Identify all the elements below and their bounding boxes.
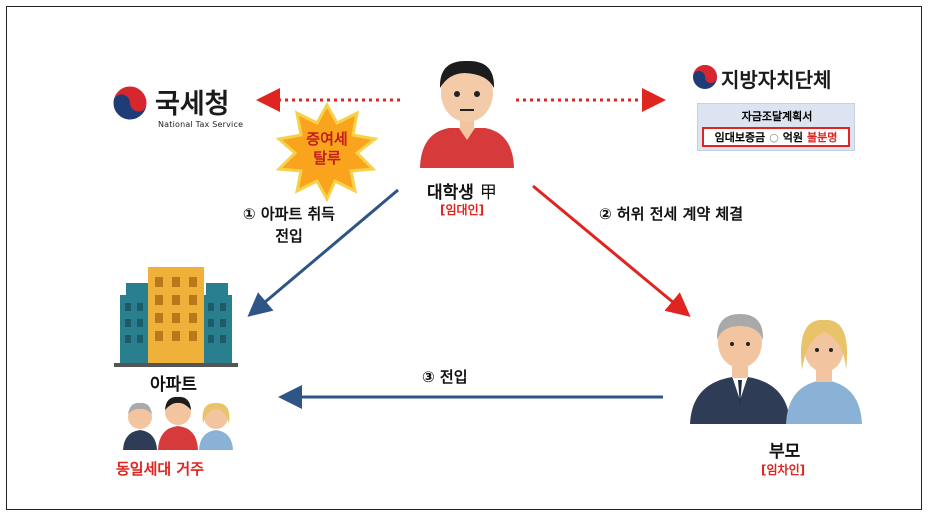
diagram-frame: [6, 6, 922, 510]
student-role: [임대인]: [440, 203, 485, 217]
funding-plan-document: 자금조달계획서 임대보증금 ○ 억원 불분명: [697, 103, 855, 151]
family-icon: [123, 396, 233, 450]
student-label: 대학생 甲: [427, 178, 497, 203]
nts-emblem-icon: [112, 85, 148, 121]
gift-tax-label: 증여세 탈루: [294, 130, 360, 168]
deposit-unit: 억원: [782, 131, 804, 144]
deposit-label: 임대보증금: [714, 131, 766, 144]
step1-line2: 전입: [275, 227, 303, 245]
apartment-building-icon: [114, 267, 238, 367]
gift-tax-burst-icon: [275, 101, 379, 203]
student-mark: 甲: [479, 183, 497, 203]
funding-plan-title: 자금조달계획서: [741, 110, 813, 123]
step2-label: ② 허위 전세 계약 체결: [599, 205, 743, 223]
arrow-step2: [532, 184, 691, 317]
step1-line1: ① 아파트 취득: [242, 205, 336, 223]
nts-name: 국세청: [155, 89, 230, 120]
gift-tax-line1: 증여세: [306, 130, 348, 148]
arrow-step1: [247, 188, 399, 317]
deposit-amount-blank: ○: [769, 130, 779, 144]
nts-subtitle: National Tax Service: [158, 120, 244, 129]
gift-tax-line2: 탈루: [313, 149, 341, 167]
parents-label: 부모: [769, 442, 801, 462]
same-household-note: 동일세대 거주: [116, 460, 205, 478]
parents-icon: [690, 314, 862, 424]
parents-role: [임차인]: [761, 463, 806, 477]
student-name: 대학생: [427, 183, 474, 203]
step1-label: ① 아파트 취득 전입: [209, 203, 369, 247]
funding-plan-deposit-row: 임대보증금 ○ 억원 불분명: [702, 127, 850, 147]
deposit-status: 불분명: [807, 131, 838, 144]
apartment-label: 아파트: [150, 375, 197, 395]
localgov-name: 지방자치단체: [721, 68, 832, 92]
step3-label: ③ 전입: [422, 368, 468, 386]
localgov-emblem-icon: [693, 65, 717, 89]
student-icon: [420, 60, 514, 168]
